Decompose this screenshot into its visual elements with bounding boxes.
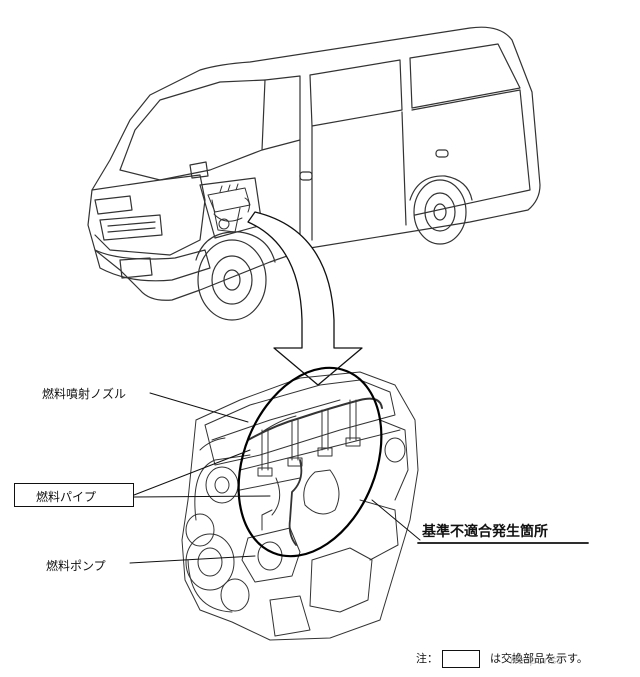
note-suffix: は交換部品を示す。: [490, 652, 588, 665]
label-fuel-pump: 燃料ポンプ: [46, 559, 106, 573]
defect-area-ellipse: [237, 366, 383, 558]
van-engine-detail: [207, 183, 251, 233]
label-defect-location: 基準不適合発生箇所: [422, 524, 548, 540]
label-fuel-injection-nozzle: 燃料噴射ノズル: [42, 387, 127, 401]
curved-arrow-icon: [247, 211, 363, 386]
label-fuel-pipe: 燃料パイプ: [36, 490, 97, 504]
note-box-icon: [442, 650, 480, 668]
engine-illustration: [181, 371, 419, 641]
replacement-part-box: [14, 483, 134, 507]
watermark: Response: [510, 654, 564, 667]
note-prefix: 注：: [416, 652, 438, 665]
legend-note: 注： は交換部品を示す。: [416, 650, 588, 668]
leader-lines: [129, 392, 589, 564]
